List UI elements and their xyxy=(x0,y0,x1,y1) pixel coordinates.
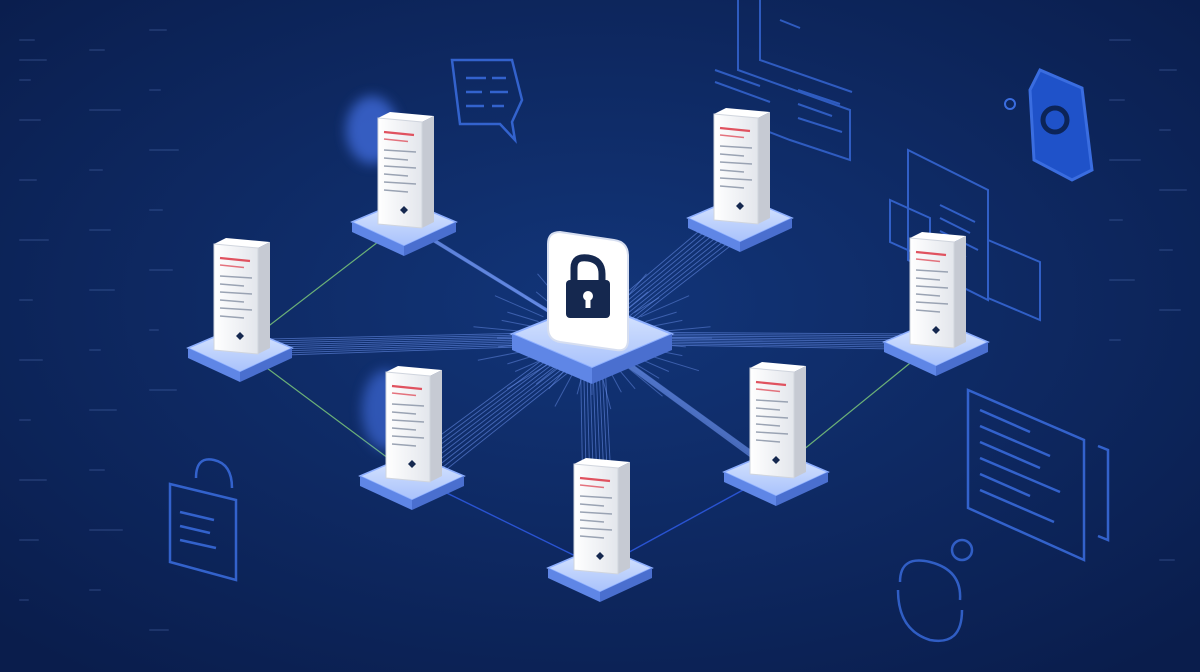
spark-line xyxy=(535,366,558,385)
node-platform-side xyxy=(352,222,404,256)
node-platform-side xyxy=(412,476,464,510)
server-node xyxy=(350,112,458,256)
padlock-outline-icon xyxy=(168,458,238,582)
node-platform-side xyxy=(548,568,600,602)
node-platform-side xyxy=(188,348,240,382)
node-platform-side xyxy=(404,222,456,256)
node-platform-side xyxy=(724,472,776,506)
spark-line xyxy=(494,295,544,318)
node-platform-side xyxy=(776,472,828,506)
spark-line xyxy=(640,295,690,318)
server-icon xyxy=(909,232,966,349)
server-icon xyxy=(573,458,630,575)
server-icon xyxy=(213,238,270,355)
spark-line xyxy=(634,363,660,379)
spark-line xyxy=(610,371,622,393)
document-icon xyxy=(219,256,253,319)
node-platform-side xyxy=(936,342,988,376)
node-platform-side xyxy=(884,342,936,376)
node-platform-side xyxy=(688,218,740,252)
node-platform-side xyxy=(360,476,412,510)
server-node xyxy=(186,238,294,382)
document-icon xyxy=(383,130,417,193)
code-window-icon xyxy=(966,388,1110,562)
code-window-icon xyxy=(714,0,853,162)
peer-link xyxy=(239,347,413,477)
server-icon xyxy=(749,362,806,479)
spark-line xyxy=(618,369,636,390)
spark-line xyxy=(634,297,660,313)
document-icon xyxy=(755,380,789,443)
spark-line xyxy=(548,369,566,390)
spark-line xyxy=(645,311,677,323)
spark-line xyxy=(524,297,550,313)
server-node xyxy=(358,366,466,510)
padlock-outline-icon xyxy=(896,538,974,643)
spark-line xyxy=(626,366,663,397)
spark-line xyxy=(506,363,550,390)
spark-line xyxy=(554,371,574,407)
server-node xyxy=(722,362,830,506)
central-lock-hub xyxy=(509,230,675,384)
shield-icon xyxy=(1004,68,1094,182)
spark-line xyxy=(648,319,683,328)
node-platform-side xyxy=(740,218,792,252)
server-nodes xyxy=(186,108,990,602)
lock-icon xyxy=(566,254,610,318)
node-platform-side xyxy=(240,348,292,382)
server-icon xyxy=(377,112,434,229)
document-icon xyxy=(391,384,425,447)
document-icon xyxy=(915,250,949,313)
document-icon xyxy=(579,476,613,539)
server-node xyxy=(686,108,794,252)
spark-line xyxy=(507,311,539,323)
spark-line xyxy=(600,373,612,410)
spark-line xyxy=(626,291,649,310)
server-icon xyxy=(713,108,770,225)
background-code-texture xyxy=(19,29,1187,631)
node-platform-side xyxy=(600,568,652,602)
server-node xyxy=(546,458,654,602)
server-icon xyxy=(385,366,442,483)
spark-line xyxy=(501,319,536,328)
chat-bubble-icon xyxy=(450,58,524,144)
document-icon xyxy=(719,126,753,189)
server-node xyxy=(882,232,990,376)
